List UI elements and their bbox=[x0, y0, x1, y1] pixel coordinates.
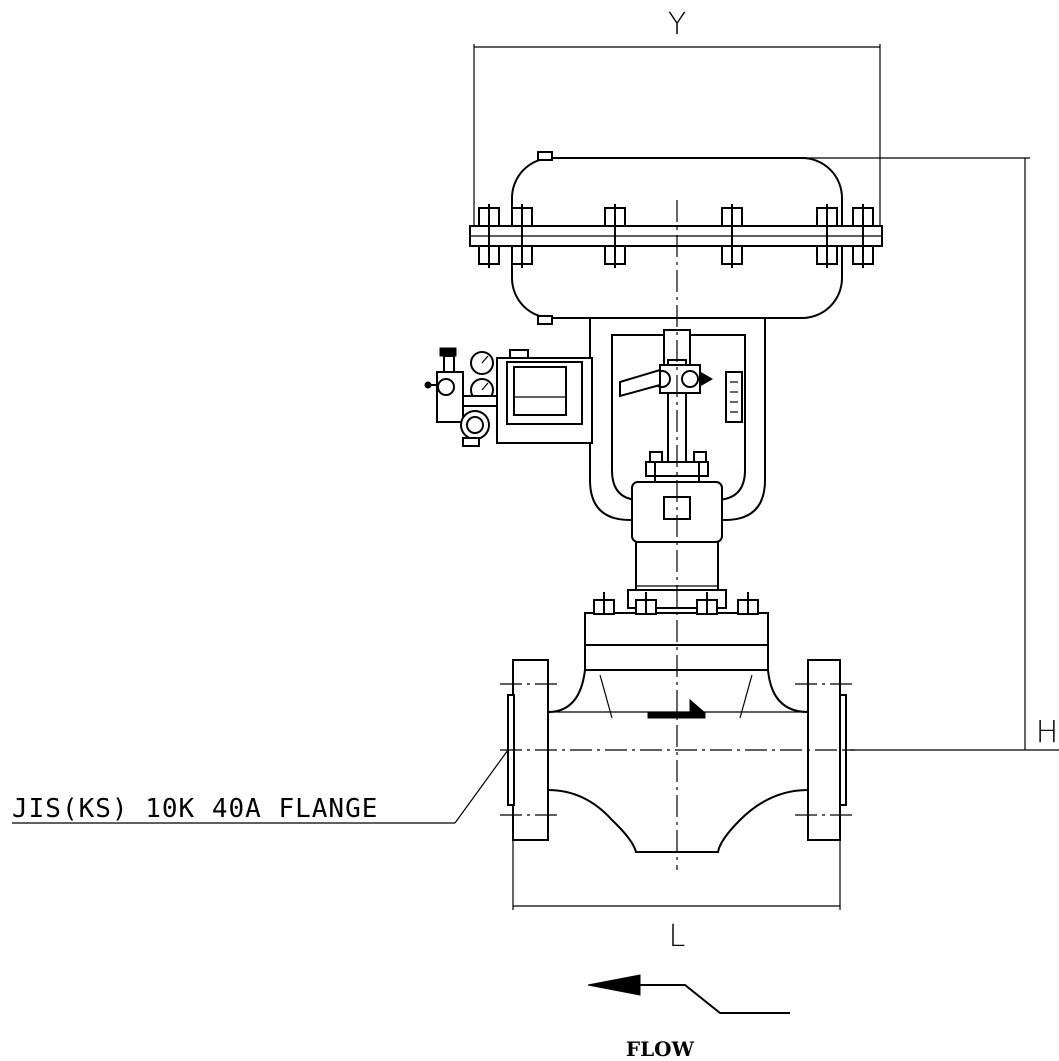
dimension-y-label: Y bbox=[668, 7, 686, 42]
actuator-casing bbox=[469, 151, 883, 325]
dimension-h-label: H bbox=[1036, 715, 1059, 750]
actuator-bolts bbox=[478, 204, 874, 268]
dimension-l-label: L bbox=[669, 919, 686, 954]
flow-arrow: FLOW bbox=[587, 974, 790, 1061]
dimension-y: Y bbox=[473, 7, 881, 236]
flange-callout: JIS(KS) 10K 40A FLANGE bbox=[12, 749, 509, 824]
flow-label: FLOW bbox=[626, 1037, 695, 1061]
flange-label: JIS(KS) 10K 40A FLANGE bbox=[12, 794, 378, 824]
positioner bbox=[424, 347, 593, 447]
dimension-h: H bbox=[800, 157, 1059, 751]
dimension-l: L bbox=[512, 840, 841, 954]
